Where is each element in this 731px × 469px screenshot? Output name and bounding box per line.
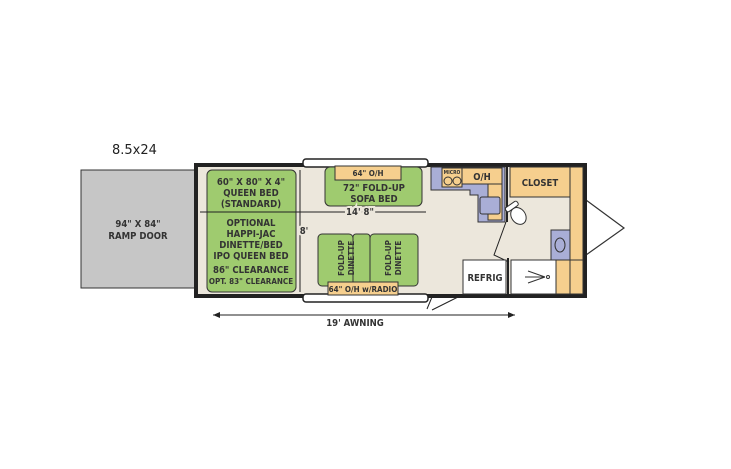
kitchen-overhead bbox=[461, 167, 503, 185]
bed-dinette: DINETTE/BED bbox=[219, 240, 283, 251]
ramp-door-size: 94" X 84" bbox=[115, 219, 160, 230]
dinette-left-label-1: FOLD-UP bbox=[337, 240, 346, 276]
ramp-door-label: RAMP DOOR bbox=[108, 231, 168, 242]
model-label: 8.5x24 bbox=[112, 143, 157, 158]
bed-clearance: 86" CLEARANCE bbox=[213, 265, 289, 276]
bath-vanity bbox=[550, 229, 571, 261]
arrow-right-icon bbox=[508, 312, 515, 318]
queen-bed bbox=[206, 169, 297, 293]
bed-ipo: IPO QUEEN BED bbox=[213, 251, 288, 262]
bed-labels: 60" X 80" X 4" QUEEN BED (STANDARD) OPTI… bbox=[209, 177, 293, 286]
closet bbox=[509, 166, 571, 198]
bath-cabinet bbox=[569, 166, 584, 261]
bed-standard: (STANDARD) bbox=[221, 199, 281, 210]
burner-icon bbox=[443, 176, 453, 186]
dinette-left-label-2: DINETTE bbox=[347, 241, 356, 276]
hitch bbox=[585, 199, 626, 256]
dinette-overhead bbox=[327, 281, 399, 296]
awning-label: 19' AWNING bbox=[326, 318, 384, 329]
shower-cabinet-2 bbox=[569, 259, 584, 295]
bath-sink-icon bbox=[554, 237, 566, 253]
bed-size: 60" X 80" X 4" bbox=[217, 177, 285, 188]
shower-head-icon bbox=[525, 270, 550, 284]
sofa-oh-label: 64" O/H bbox=[352, 169, 383, 178]
kitchen-sink-icon bbox=[479, 196, 501, 215]
refrigerator bbox=[462, 259, 507, 295]
dinette-right-label-2: DINETTE bbox=[394, 241, 403, 276]
shower-cabinet bbox=[555, 259, 571, 295]
toilet-icon bbox=[504, 200, 527, 225]
entry-door-swing bbox=[431, 296, 459, 311]
sofa-label-2: SOFA BED bbox=[350, 194, 397, 205]
micro-label: MICRO bbox=[444, 170, 461, 176]
bed-optional: OPTIONAL bbox=[226, 218, 276, 229]
length-dimension: 14' 8" bbox=[346, 207, 374, 218]
width-dimension: 8' bbox=[300, 226, 309, 237]
bed-happijac: HAPPI-JAC bbox=[226, 229, 275, 240]
dinette-oh-label: 64" O/H w/RADIO bbox=[329, 285, 398, 294]
bed-type: QUEEN BED bbox=[223, 188, 278, 199]
dinette-right-label-1: FOLD-UP bbox=[384, 240, 393, 276]
bed-opt-clearance: OPT. 83" CLEARANCE bbox=[209, 277, 293, 286]
sofa-overhead bbox=[334, 165, 402, 181]
entry-door bbox=[426, 296, 433, 310]
arrow-left-icon bbox=[213, 312, 220, 318]
sofa-label-1: 72" FOLD-UP bbox=[343, 183, 405, 194]
kitchen-oh-label: O/H bbox=[473, 172, 491, 183]
burner-icon bbox=[452, 176, 462, 186]
closet-label: CLOSET bbox=[522, 178, 559, 189]
refrig-label: REFRIG bbox=[467, 273, 502, 284]
